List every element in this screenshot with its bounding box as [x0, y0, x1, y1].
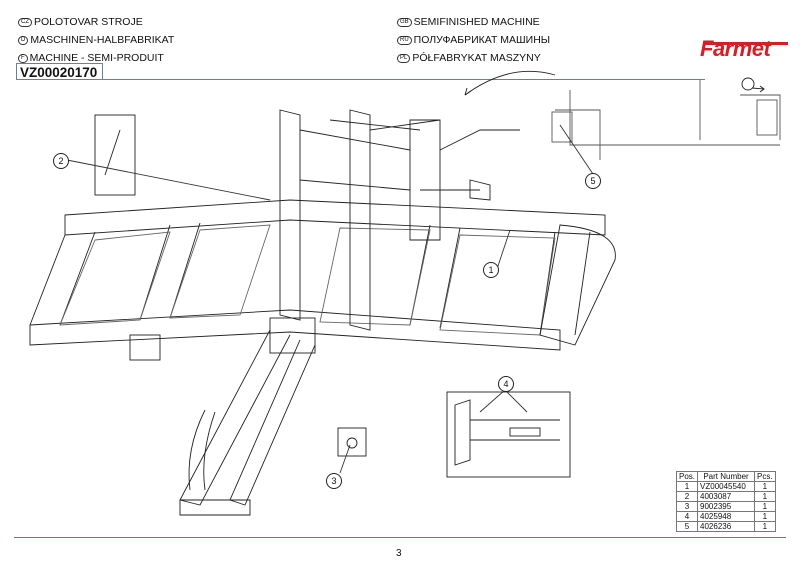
rotate-view-icon: [741, 77, 765, 93]
logo-bar: [703, 42, 788, 45]
footer-divider: [14, 537, 786, 538]
frame: [29, 109, 616, 516]
callout-2: 2: [53, 153, 69, 169]
flag-cz: CZ: [18, 17, 32, 27]
table-header: Pos. Part Number Pcs.: [675, 471, 776, 482]
header-pos: Pos.: [675, 471, 699, 482]
cell-pos: 4: [675, 511, 699, 522]
cell-pcs: 1: [754, 501, 776, 512]
part-code: VZ00020170: [16, 63, 103, 80]
detail-4-box: [446, 391, 571, 478]
logo-text: Farmet: [700, 36, 771, 61]
title-ru-text: ПОЛУФАБРИКАТ МАШИНЫ: [413, 34, 551, 46]
farmet-logo: Farmet: [700, 36, 771, 62]
callout-3: 3: [326, 473, 342, 489]
header-pcs: Pcs.: [754, 471, 776, 482]
cell-part-number: VZ00045540: [697, 481, 756, 492]
cell-pcs: 1: [754, 521, 776, 532]
title-cz-text: POLOTOVAR STROJE: [34, 16, 143, 28]
title-pl-text: PÓŁFABRYKAT MASZYNY: [412, 52, 541, 64]
detail-3-box: [337, 427, 367, 457]
flag-fr: F: [18, 53, 28, 63]
cell-part-number: 4003087: [697, 491, 756, 502]
header-divider: [103, 79, 705, 80]
header-part-number: Part Number: [697, 471, 756, 482]
view-arrow: [464, 70, 556, 96]
cell-pcs: 1: [754, 511, 776, 522]
page-number: 3: [396, 548, 402, 559]
flag-de: D: [18, 35, 29, 45]
callout-5: 5: [585, 173, 601, 189]
cell-part-number: 4025948: [697, 511, 756, 522]
cell-part-number: 9002395: [697, 501, 756, 512]
cell-pcs: 1: [754, 491, 776, 502]
cell-pos: 2: [675, 491, 699, 502]
callout-4: 4: [498, 376, 514, 392]
callout-1: 1: [483, 262, 499, 278]
cell-pos: 3: [675, 501, 699, 512]
title-de-text: MASCHINEN-HALBFABRIKAT: [30, 34, 175, 46]
flag-gb: GB: [397, 17, 412, 27]
detail-5-box: [551, 80, 781, 160]
title-fr-text: MACHINE - SEMI-PRODUIT: [29, 52, 164, 64]
flag-pl: PL: [397, 53, 411, 63]
cell-part-number: 4026236: [697, 521, 756, 532]
flag-ru: RU: [397, 35, 412, 45]
title-gb-text: SEMIFINISHED MACHINE: [413, 16, 540, 28]
cell-pcs: 1: [754, 481, 776, 492]
cell-pos: 5: [675, 521, 699, 532]
detail-2-box: [94, 114, 136, 196]
cell-pos: 1: [675, 481, 699, 492]
